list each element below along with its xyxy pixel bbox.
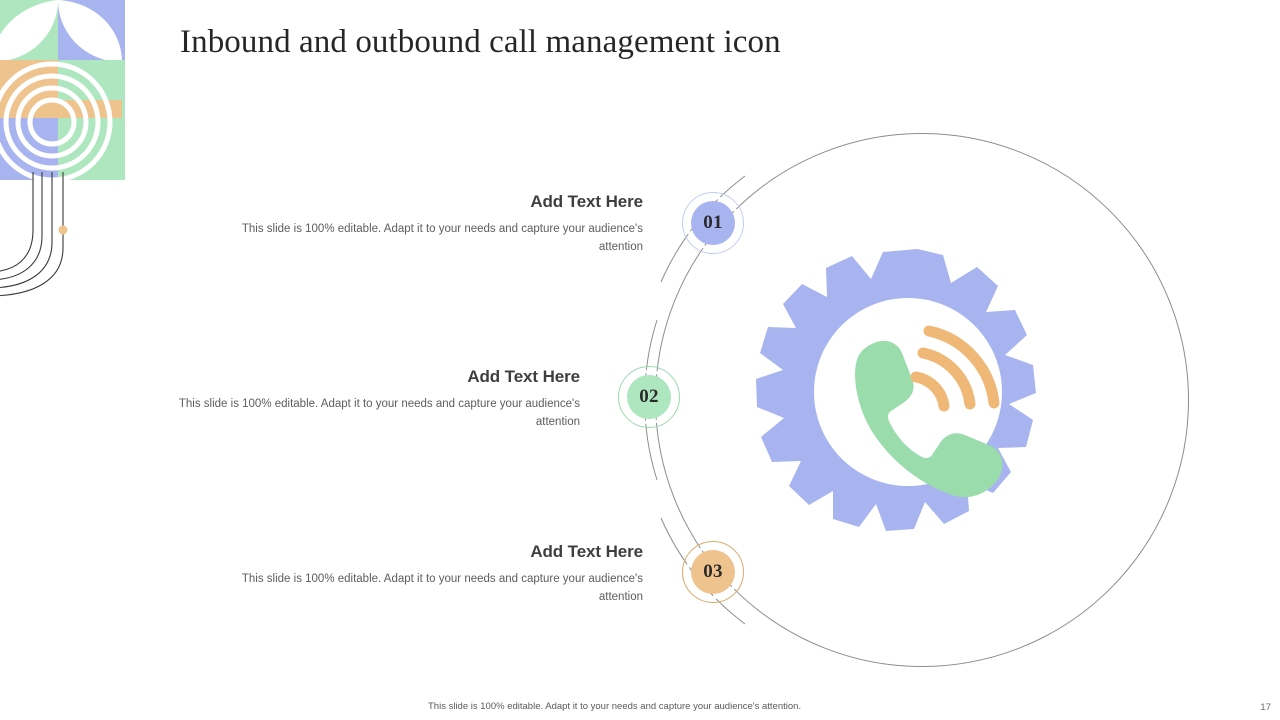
content-row-1: Add Text Here This slide is 100% editabl… bbox=[215, 192, 643, 256]
content-row-3: Add Text Here This slide is 100% editabl… bbox=[215, 542, 643, 606]
badge-1-mid-ring bbox=[686, 196, 740, 250]
gear-phone-icon bbox=[755, 243, 1080, 565]
badge-3-number: 03 bbox=[703, 561, 723, 582]
badge-3-outer-ring bbox=[682, 541, 744, 603]
row-2-heading: Add Text Here bbox=[467, 367, 580, 386]
step-badge-02[interactable]: 02 bbox=[618, 366, 680, 428]
concentric-rings bbox=[0, 61, 113, 183]
row-1-heading: Add Text Here bbox=[530, 192, 643, 211]
badge-2-core bbox=[627, 375, 671, 419]
badge-3-mid-ring bbox=[686, 545, 740, 599]
content-row-2: Add Text Here This slide is 100% editabl… bbox=[152, 367, 580, 431]
badge-1-core bbox=[691, 201, 735, 245]
footer-note: This slide is 100% editable. Adapt it to… bbox=[428, 701, 802, 712]
signal-arcs-icon bbox=[910, 325, 1000, 412]
badge-2-mid-ring bbox=[622, 370, 676, 424]
row-2-body: This slide is 100% editable. Adapt it to… bbox=[178, 397, 580, 428]
badge-2-outer-ring bbox=[618, 366, 680, 428]
page-title: Inbound and outbound call management ico… bbox=[180, 24, 781, 60]
badge-3-core bbox=[691, 550, 735, 594]
phone-handset-icon bbox=[855, 340, 1003, 498]
curved-lines bbox=[0, 172, 64, 297]
page-number: 17 bbox=[1260, 702, 1271, 713]
badge-1-outer-ring bbox=[682, 192, 744, 254]
corner-decoration bbox=[0, 0, 125, 300]
checkerboard-grid bbox=[0, 0, 125, 180]
accent-dot bbox=[58, 225, 68, 235]
row-3-body: This slide is 100% editable. Adapt it to… bbox=[241, 572, 643, 603]
row-1-body: This slide is 100% editable. Adapt it to… bbox=[241, 222, 643, 253]
badge-1-number: 01 bbox=[703, 212, 723, 233]
row-3-heading: Add Text Here bbox=[530, 542, 643, 561]
step-badge-01[interactable]: 01 bbox=[682, 192, 744, 254]
badge-2-number: 02 bbox=[639, 386, 659, 407]
step-badge-03[interactable]: 03 bbox=[682, 541, 744, 603]
